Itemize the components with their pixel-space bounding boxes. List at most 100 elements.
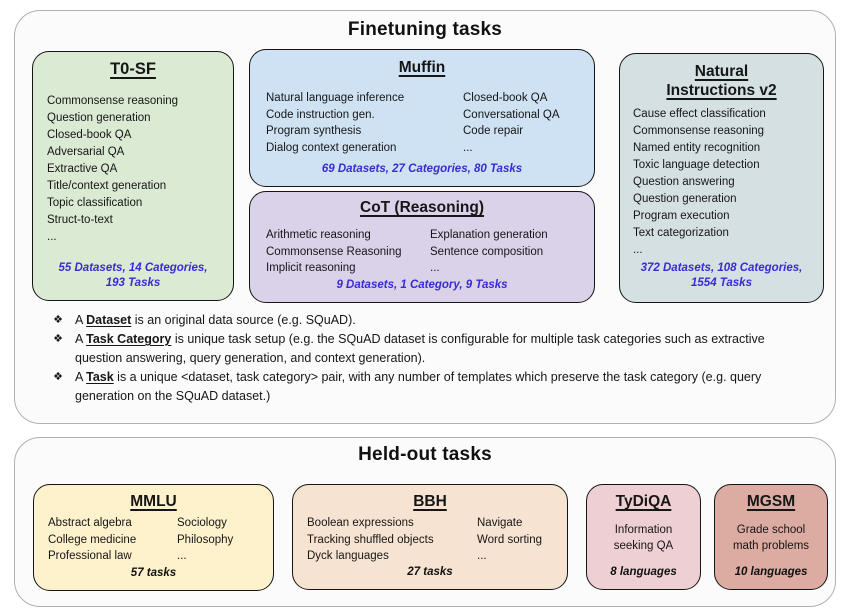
task-item: Commonsense reasoning [47,95,179,107]
note-task: ❖ A Task is a unique <dataset, task cate… [41,368,825,406]
niv2-stats: 372 Datasets, 108 Categories, 1554 Tasks [620,261,823,290]
cot-title-text: CoT (Reasoning) [360,199,484,216]
mmlu-task-columns: Abstract algebra College medicine Profes… [48,515,273,565]
tydiqa-stats: 8 languages [610,566,677,578]
task-item: Tracking shuffled objects [307,533,434,546]
task-item: ... [177,550,187,562]
task-item: Abstract algebra [48,517,132,529]
natural-instructions-v2-box: Natural Instructions v2 Cause effect cla… [619,53,824,303]
bbh-column-1: Boolean expressions Tracking shuffled ob… [307,515,477,565]
t0sf-stats-line2: 193 Tasks [105,276,161,289]
note-prefix: A [75,370,87,384]
mmlu-box-title: MMLU [34,492,273,511]
mgsm-box-title: MGSM [715,492,827,511]
t0sf-title-text: T0-SF [110,60,156,78]
finetuning-title: Finetuning tasks [347,19,503,40]
task-item: Question generation [633,193,737,205]
task-item: Topic classification [47,197,143,209]
note-text: A Dataset is an original data source (e.… [75,311,810,330]
diamond-bullet-icon: ❖ [53,333,63,345]
tydiqa-desc-line2: seeking QA [613,540,674,552]
heldout-title: Held-out tasks [358,444,492,465]
task-item: ... [47,231,57,243]
task-item: Boolean expressions [307,517,414,529]
task-item: Natural language inference [266,92,405,104]
task-item: Program execution [633,210,730,222]
task-item: Commonsense reasoning [633,125,765,137]
task-item: Adversarial QA [47,146,125,158]
muffin-column-2: Closed-book QA Conversational QA Code re… [463,90,560,156]
task-item: Professional law [48,550,132,562]
note-term: Dataset [86,313,132,327]
heldout-panel: Held-out tasks MMLU Abstract algebra Col… [14,437,836,607]
task-item: Conversational QA [463,108,560,121]
task-item: Implicit reasoning [266,262,356,274]
mgsm-description: Grade school math problems [715,522,827,554]
tydiqa-description: Information seeking QA [587,522,700,554]
task-item: ... [477,550,487,562]
task-item: Dyck languages [307,550,389,562]
mmlu-column-1: Abstract algebra College medicine Profes… [48,515,177,565]
tydiqa-box-title: TyDiQA [587,492,700,511]
task-item: Closed-book QA [463,92,548,104]
task-item: Code instruction gen. [266,108,375,121]
task-item: Question answering [633,176,735,188]
bbh-box-title: BBH [293,492,567,511]
note-text: A Task is a unique <dataset, task catego… [75,368,810,406]
muffin-title-text: Muffin [398,59,446,76]
task-item: Extractive QA [47,163,118,175]
note-text: A Task Category is unique task setup (e.… [75,330,810,368]
note-term: Task [86,370,114,384]
cot-box: CoT (Reasoning) Arithmetic reasoning Com… [249,191,595,303]
task-item: Philosophy [177,533,234,546]
task-item: Toxic language detection [633,159,760,171]
task-item: Dialog context generation [266,141,397,154]
niv2-stats-line2: 1554 Tasks [691,276,752,289]
niv2-stats-line1: 372 Datasets, 108 Categories, [640,262,803,274]
muffin-task-columns: Natural language inference Code instruct… [266,90,594,156]
note-task-category: ❖ A Task Category is unique task setup (… [41,330,825,368]
task-item: Code repair [463,125,524,137]
cot-box-title: CoT (Reasoning) [250,198,594,217]
task-item: Commonsense Reasoning [266,245,402,258]
note-term: Task Category [86,332,172,346]
mmlu-column-2: Sociology Philosophy ... [177,515,233,565]
mgsm-desc-line2: math problems [732,540,810,552]
task-item: Title/context generation [47,180,167,192]
cot-stats: 9 Datasets, 1 Category, 9 Tasks [336,278,508,291]
task-item: Word sorting [477,533,542,546]
t0sf-task-list: Commonsense reasoning Question generatio… [47,93,233,246]
niv2-task-list: Cause effect classification Commonsense … [633,106,823,259]
muffin-stats: 69 Datasets, 27 Categories, 80 Tasks [321,162,523,175]
task-item: Program synthesis [266,125,362,137]
task-item: ... [463,141,473,154]
cot-task-columns: Arithmetic reasoning Commonsense Reasoni… [266,227,594,277]
finetuning-panel: Finetuning tasks T0-SF Commonsense reaso… [14,10,836,424]
tydiqa-box: TyDiQA Information seeking QA 8 language… [586,484,701,590]
task-item: College medicine [48,533,137,546]
tydiqa-desc-line1: Information [614,524,673,536]
task-item: Sociology [177,517,227,529]
bbh-column-2: Navigate Word sorting ... [477,515,542,565]
note-prefix: A [75,332,87,346]
task-item: Sentence composition [430,245,544,258]
note-dataset: ❖ A Dataset is an original data source (… [41,311,825,330]
task-item: Closed-book QA [47,129,132,141]
task-item: Named entity recognition [633,142,761,154]
cot-column-2: Explanation generation Sentence composit… [430,227,548,277]
mmlu-stats: 57 tasks [130,567,177,579]
mgsm-stats: 10 languages [734,566,808,578]
mmlu-title-text: MMLU [130,493,177,510]
diamond-bullet-icon: ❖ [53,371,63,383]
note-rest: is a unique <dataset, task category> pai… [75,370,762,403]
bbh-stats: 27 tasks [407,566,453,578]
mmlu-box: MMLU Abstract algebra College medicine P… [33,484,274,591]
task-item: Explanation generation [430,229,548,241]
task-item: Struct-to-text [47,214,113,226]
mgsm-title-text: MGSM [746,493,796,510]
diamond-bullet-icon: ❖ [53,314,63,326]
task-item: Question generation [47,112,151,124]
t0sf-box-title: T0-SF [33,60,233,79]
note-prefix: A [75,313,87,327]
